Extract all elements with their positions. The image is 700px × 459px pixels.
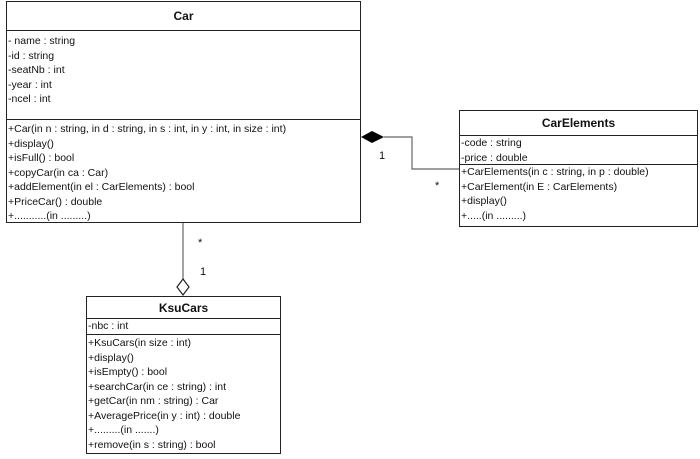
composition-line — [384, 136, 459, 170]
attribute: -id : string — [8, 49, 55, 62]
attribute: - name : string — [8, 35, 76, 47]
method: +display() — [461, 195, 507, 207]
composition-whole-multiplicity: 1 — [379, 150, 386, 162]
aggregation-part-multiplicity: * — [198, 237, 203, 249]
method: +copyCar(in ca : Car) — [8, 166, 109, 179]
class-car[interactable]: Car - name : string -id : string -seatNb… — [6, 1, 361, 223]
composition-part-multiplicity: * — [435, 180, 440, 192]
method: +isEmpty() : bool — [88, 366, 168, 378]
methods-section: +KsuCars(in size : int) +display() +isEm… — [87, 335, 280, 454]
method: +PriceCar() : double — [8, 195, 103, 208]
attributes-section: -nbc : int — [87, 319, 280, 335]
class-name: Car — [7, 2, 360, 31]
method: +CarElements(in c : string, in p : doubl… — [461, 166, 649, 178]
attribute: -nbc : int — [88, 320, 129, 332]
method: +display() — [8, 137, 54, 150]
method: +...........(in .........) — [8, 210, 91, 222]
method: +Car(in n : string, in d : string, in s … — [8, 123, 287, 135]
method: +CarElement(in E : CarElements) — [461, 180, 618, 193]
attributes-section: -code : string -price : double — [460, 136, 697, 165]
method: +isFull() : bool — [8, 152, 75, 164]
class-ksu-cars[interactable]: KsuCars -nbc : int +KsuCars(in size : in… — [86, 296, 281, 454]
attribute: -year : int — [8, 78, 52, 91]
aggregation-whole-multiplicity: 1 — [200, 266, 207, 278]
class-name: CarElements — [460, 111, 697, 136]
attribute: -seatNb : int — [8, 64, 65, 76]
method: +AveragePrice(in y : int) : double — [88, 409, 241, 422]
method: +addElement(in el : CarElements) : bool — [8, 181, 195, 193]
methods-section: +Car(in n : string, in d : string, in s … — [7, 120, 360, 226]
method: +.....(in .........) — [461, 209, 527, 222]
method: +searchCar(in ce : string) : int — [88, 380, 227, 393]
class-name: KsuCars — [87, 297, 280, 319]
methods-section: +CarElements(in c : string, in p : doubl… — [460, 165, 697, 225]
method: +getCar(in nm : string) : Car — [88, 395, 219, 407]
attribute: -code : string — [461, 137, 522, 149]
class-car-elements[interactable]: CarElements -code : string -price : doub… — [459, 110, 698, 227]
method: +KsuCars(in size : int) — [88, 337, 191, 349]
method: +display() — [88, 351, 134, 364]
attribute: -ncel : int — [8, 93, 51, 105]
composition-diamond-icon — [361, 131, 384, 143]
attribute: -price : double — [461, 151, 528, 164]
method: +remove(in s : string) : bool — [88, 438, 216, 451]
aggregation-diamond-icon — [176, 278, 190, 296]
attributes-section: - name : string -id : string -seatNb : i… — [7, 31, 360, 120]
method: +.........(in .......) — [88, 424, 159, 436]
